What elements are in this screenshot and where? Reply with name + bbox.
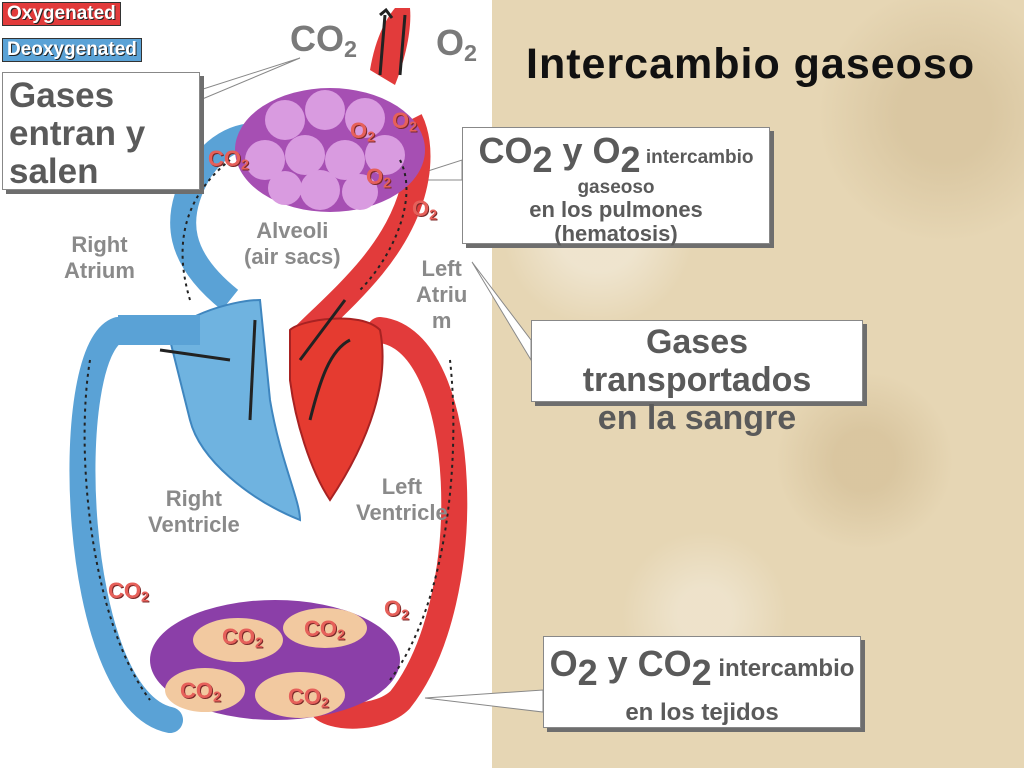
callout-line: entran y (9, 114, 146, 153)
label-o2-top: O2 (436, 22, 478, 66)
legend-oxygenated: Oxygenated (2, 2, 121, 26)
callout-gases-entran-salen: Gases entran y salen (2, 72, 200, 191)
gas-tag-co2: CO2 (180, 678, 221, 706)
legend-deoxygenated: Deoxygenated (2, 38, 142, 62)
gas-tag-o2: O2 (412, 196, 438, 224)
left-heart (289, 317, 384, 502)
callout-line: en los tejidos (625, 699, 779, 726)
vena-cava-loop (69, 317, 183, 733)
callout-line: en la sangre (597, 399, 797, 437)
gas-tag-o2: O2 (366, 164, 392, 192)
callout-gases-transportados: Gases transportados en la sangre (531, 320, 863, 437)
callout-pointer-gases (199, 57, 301, 101)
label-alveoli: Alveoli(air sacs) (244, 218, 341, 269)
alveoli-cluster (235, 88, 425, 212)
gas-tag-co2: CO2 (208, 146, 249, 174)
callout-line: Gases transportados (582, 323, 812, 399)
gas-tag-co2: CO2 (222, 624, 263, 652)
callout-line: Gases (9, 76, 115, 115)
page-title: Intercambio gaseoso (526, 40, 976, 88)
gas-tag-o2: O2 (392, 108, 418, 136)
callout-pulmones: CO2 y O2 intercambio gaseoso en los pulm… (462, 127, 770, 246)
callout-pointer-tejidos (424, 689, 544, 713)
gas-tag-co2: CO2 (288, 684, 329, 712)
callout-tejidos: O2 y CO2 intercambio en los tejidos (543, 636, 861, 728)
gas-tag-co2: CO2 (304, 616, 345, 644)
flow-arrows (159, 7, 407, 421)
callout-line: salen (9, 152, 99, 191)
callout-line: (hematosis) (554, 221, 678, 246)
aorta-loop (307, 317, 468, 729)
label-co2-top: CO2 (290, 18, 358, 62)
gas-tag-o2: O2 (350, 118, 376, 146)
callout-pointer-sangre (471, 261, 532, 362)
callout-line: gaseoso (577, 177, 655, 198)
gas-tag-o2: O2 (384, 596, 410, 624)
callout-line: en los pulmones (529, 197, 703, 222)
gas-tag-co2: CO2 (108, 578, 149, 606)
dotted-paths (83, 159, 455, 701)
tissue-capillary-bed (150, 600, 400, 720)
